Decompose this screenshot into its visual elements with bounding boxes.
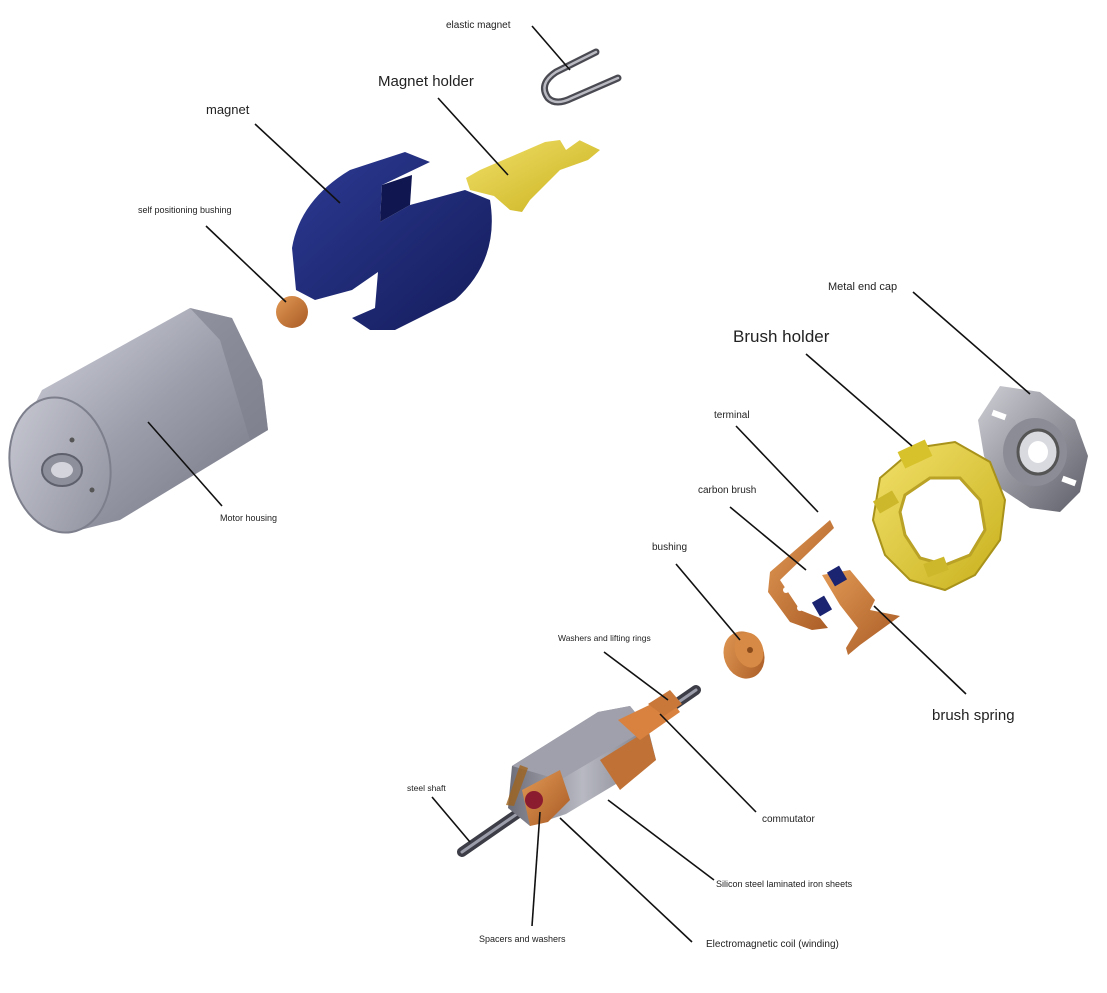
elastic-magnet-part [540,48,622,106]
label-carbon-brush: carbon brush [698,485,757,496]
label-magnet: magnet [206,102,250,117]
label-motor-housing: Motor housing [220,513,278,523]
leader-brush-spring [873,605,967,695]
label-magnet-holder: Magnet holder [378,73,474,90]
label-silicon-steel-sheets: Silicon steel laminated iron sheets [716,879,853,889]
label-brush-holder: Brush holder [733,327,830,346]
leader-motor-housing [147,421,223,507]
motor-housing-part [8,308,268,534]
leader-bushing [675,563,741,641]
leader-steel-shaft [431,796,471,843]
leader-metal-end-cap [912,291,1031,395]
label-metal-end-cap: Metal end cap [828,281,898,293]
metal-end-cap-part [978,386,1088,512]
magnet-part [292,152,492,330]
leader-brush-holder [805,353,913,447]
rotor-part [457,685,701,857]
leader-silicon-steel [607,799,715,881]
label-washers-lifting-rings: Washers and lifting rings [558,633,651,643]
label-terminal: terminal [714,410,750,421]
label-self-positioning-bushing: self positioning bushing [138,205,232,215]
label-electromagnetic-coil: Electromagnetic coil (winding) [706,939,839,950]
leader-washers-lifting-rings [603,651,669,701]
label-elastic-magnet: elastic magnet [446,20,511,31]
magnet-holder-part [466,132,600,212]
label-brush-spring: brush spring [932,707,1015,724]
leader-magnet [254,123,341,204]
self-positioning-bushing-part [276,296,308,328]
leader-elastic-magnet [531,25,571,71]
leader-spacers-washers [531,811,541,927]
leader-commutator [659,713,757,813]
brush-assembly-part [768,520,900,655]
label-spacers-and-washers: Spacers and washers [479,934,566,944]
leader-magnet-holder [437,97,509,176]
leader-carbon-brush [729,506,807,571]
leader-self-positioning-bushing [205,225,287,303]
bushing-part [723,631,765,679]
leader-electromagnetic-coil [559,817,693,943]
label-steel-shaft: steel shaft [407,783,446,793]
leader-lines [147,25,1031,943]
label-bushing: bushing [652,542,688,553]
leader-terminal [735,425,819,513]
label-commutator: commutator [762,814,815,825]
brush-holder-part [871,439,1007,592]
